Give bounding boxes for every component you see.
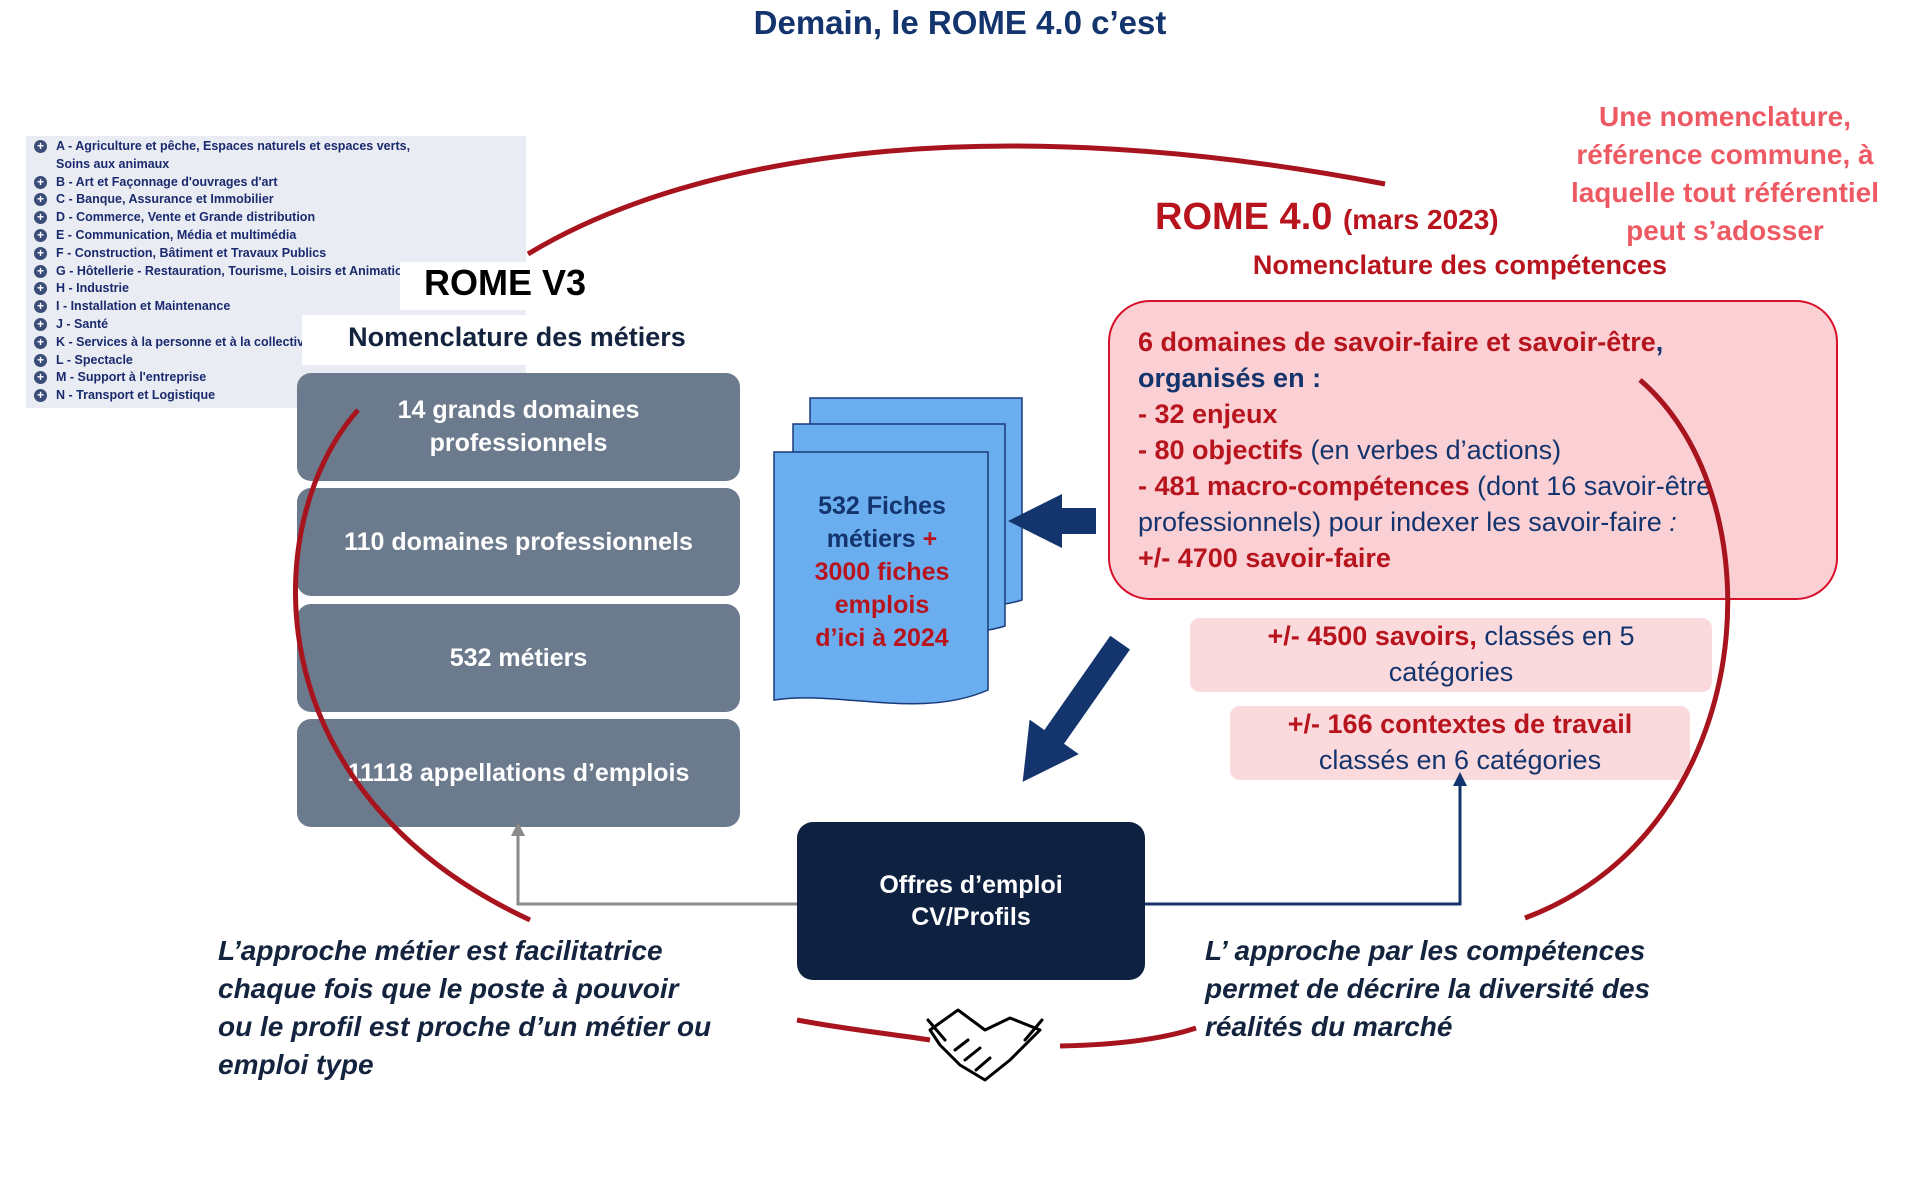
plus-icon: + bbox=[34, 264, 47, 278]
arrowhead-up-gray bbox=[511, 822, 525, 836]
rome-v3-title: ROME V3 bbox=[423, 262, 587, 303]
plus-icon: + bbox=[34, 211, 47, 225]
arrow-left-icon bbox=[1008, 494, 1096, 548]
domain-item[interactable]: +I - Installation et Maintenance bbox=[34, 298, 526, 316]
plus-icon: + bbox=[34, 193, 47, 207]
savoirs-box: +/- 4500 savoirs, classés en 5 catégorie… bbox=[1190, 618, 1712, 692]
v3-box-appellations: 11118 appellations d’emplois bbox=[297, 719, 740, 827]
page-title: Demain, le ROME 4.0 c’est bbox=[753, 4, 1167, 41]
plus-icon: + bbox=[34, 228, 47, 242]
fiches-text: 532 Fiches métiers + 3000 fiches emplois… bbox=[814, 492, 950, 652]
domain-item[interactable]: +M - Support à l'entreprise bbox=[34, 369, 526, 387]
plus-icon: + bbox=[34, 371, 47, 385]
approche-competences-text: L’ approche par les compétences permet d… bbox=[1205, 935, 1651, 1042]
connector-to-rome4 bbox=[1145, 784, 1462, 906]
domain-item[interactable]: +E - Communication, Média et multimédia bbox=[34, 227, 526, 245]
plus-icon: + bbox=[34, 353, 47, 367]
competences-box bbox=[1108, 300, 1838, 600]
domain-item-continuation: Soins aux animaux bbox=[56, 156, 170, 171]
rome-4-subtitle: Nomenclature des compétences bbox=[1252, 250, 1668, 280]
domain-item[interactable]: +F - Construction, Bâtiment et Travaux P… bbox=[34, 245, 526, 263]
domain-item[interactable]: +A - Agriculture et pêche, Espaces natur… bbox=[34, 138, 526, 156]
domain-item[interactable]: +G - Hôtellerie - Restauration, Tourisme… bbox=[34, 263, 526, 281]
ellipse-arc-top bbox=[526, 143, 1386, 257]
plus-icon: + bbox=[34, 300, 47, 314]
nomenclature-note: Une nomenclature, référence commune, à l… bbox=[1570, 101, 1880, 246]
ellipse-arc-left bbox=[293, 408, 532, 923]
plus-icon: + bbox=[34, 175, 47, 189]
plus-icon: + bbox=[34, 389, 47, 403]
domain-item[interactable]: +B - Art et Façonnage d'ouvrages d'art bbox=[34, 174, 526, 192]
rome-4-title: ROME 4.0 (mars 2023) bbox=[1155, 196, 1499, 238]
domain-item[interactable]: +D - Commerce, Vente et Grande distribut… bbox=[34, 209, 526, 227]
plus-icon: + bbox=[34, 335, 47, 349]
ellipse-arc-bottom-left bbox=[796, 1017, 931, 1043]
plus-icon: + bbox=[34, 140, 47, 153]
ellipse-arc-right bbox=[1524, 378, 1731, 921]
domain-item[interactable]: +H - Industrie bbox=[34, 280, 526, 298]
connector-to-v3 bbox=[516, 834, 797, 906]
domain-item[interactable]: +L - Spectacle bbox=[34, 352, 526, 370]
approche-metier-text: L’approche métier est facilitatrice chaq… bbox=[218, 935, 712, 1080]
v3-box-domaines: 110 domaines professionnels bbox=[297, 488, 740, 596]
subtitle-backdrop bbox=[302, 315, 732, 365]
contextes-box: +/- 166 contextes de travail classés en … bbox=[1230, 706, 1690, 780]
domain-item[interactable]: +K - Services à la personne et à la coll… bbox=[34, 334, 526, 352]
rome-v3-subtitle: Nomenclature des métiers bbox=[348, 322, 686, 352]
competences-text: 6 domaines de savoir-faire et savoir-êtr… bbox=[1138, 327, 1712, 573]
handshake-icon bbox=[926, 1008, 1044, 1082]
plus-icon: + bbox=[34, 317, 47, 331]
arrow-down-left-icon bbox=[1022, 635, 1130, 782]
domain-item[interactable]: +J - Santé bbox=[34, 316, 526, 334]
plus-icon: + bbox=[34, 282, 47, 296]
ellipse-arc-bottom-right bbox=[1059, 1025, 1197, 1049]
domain-item[interactable]: +C - Banque, Assurance et Immobilier bbox=[34, 191, 526, 209]
domain-item[interactable]: +N - Transport et Logistique bbox=[34, 387, 526, 405]
plus-icon: + bbox=[34, 246, 47, 260]
title-backdrop bbox=[400, 262, 620, 310]
documents-stack-icon bbox=[773, 397, 1023, 705]
arrowhead-up-navy bbox=[1453, 772, 1467, 786]
v3-box-metiers: 532 métiers bbox=[297, 604, 740, 712]
